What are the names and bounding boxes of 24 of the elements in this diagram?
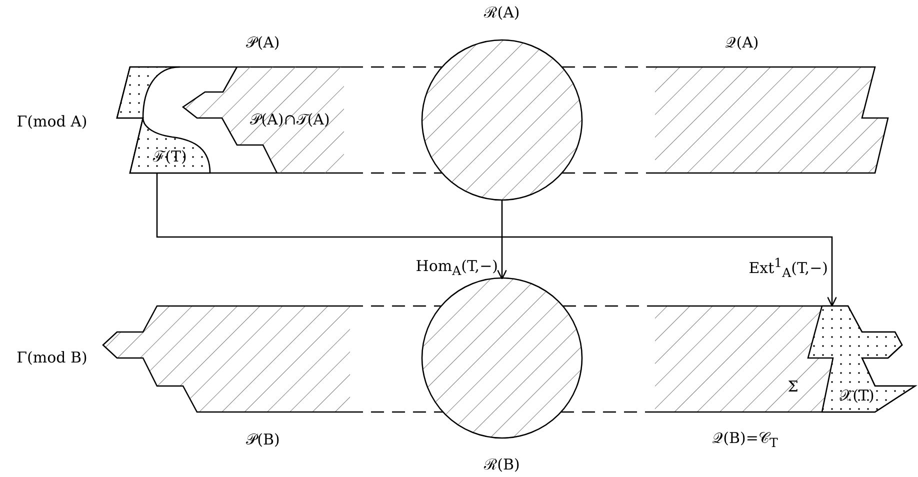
- dashed-line: [563, 305, 655, 307]
- diagram-label: Γ(mod A): [16, 114, 88, 130]
- region-label: 𝒬(B)=𝒞$_{T}$: [712, 430, 778, 450]
- arrow: [156, 173, 838, 307]
- diagram-label: Σ: [788, 380, 798, 394]
- region-label: 𝒫(A)∩𝒯(A): [250, 112, 330, 128]
- dashed-line: [562, 172, 655, 174]
- dashed-line: [561, 411, 655, 413]
- dashed-line: [350, 411, 443, 413]
- region-label: ℛ(B): [484, 458, 520, 472]
- region-label: ℱ(T): [153, 150, 187, 164]
- dashed-line: [350, 66, 442, 68]
- edge-label: Ext$^{1}$$_{A}$(T,−): [748, 256, 828, 280]
- region-label: 𝒬(A): [725, 36, 759, 50]
- arrow: [496, 200, 508, 280]
- dashed-line: [562, 66, 655, 68]
- region-label: ℛ(A): [484, 6, 520, 20]
- region-label: 𝒳(T): [840, 388, 874, 404]
- dashed-line: [350, 172, 442, 174]
- region-label: 𝒫(B): [246, 432, 280, 448]
- region-label: 𝒫(A): [246, 36, 280, 50]
- dashed-line: [350, 305, 441, 307]
- diagram-label: Γ(mod B): [16, 350, 88, 366]
- edge-label: Hom$_{A}$(T,−): [416, 258, 498, 278]
